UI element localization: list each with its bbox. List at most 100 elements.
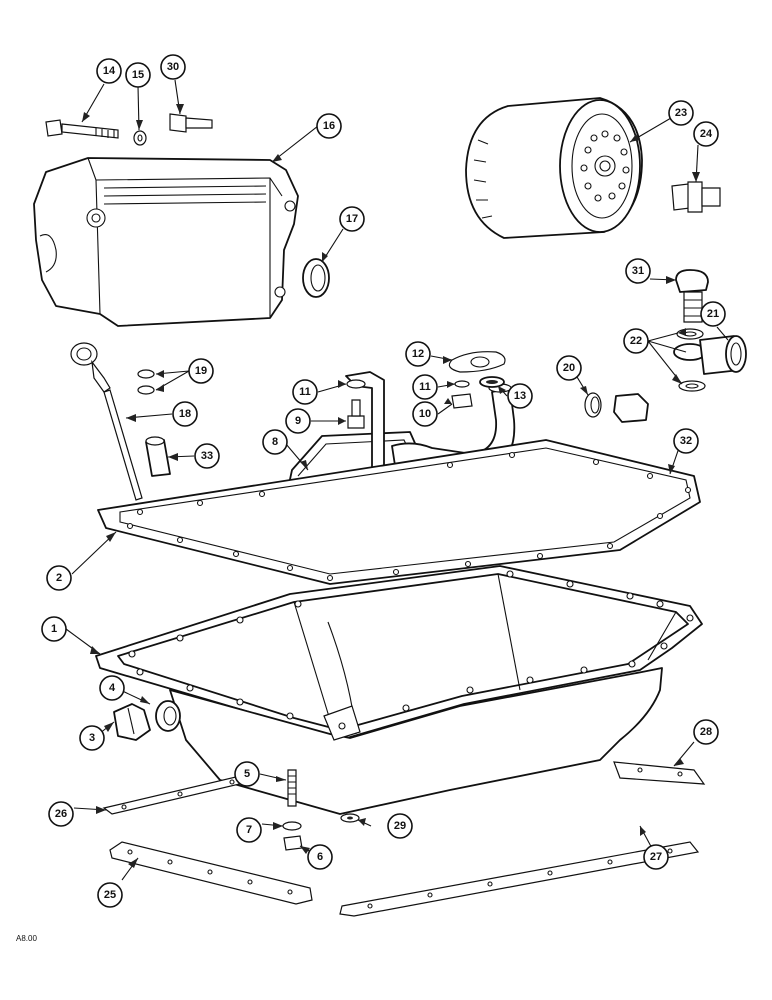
callout-9: 9	[285, 408, 311, 434]
callout-label: 4	[109, 682, 116, 694]
callout-19: 19	[188, 358, 214, 384]
callout-label: 3	[89, 732, 95, 744]
callout-24: 24	[693, 121, 719, 147]
callout-label: 27	[650, 851, 662, 863]
callout-label: 30	[167, 61, 179, 73]
callout-13: 13	[507, 383, 533, 409]
callout-label: 16	[323, 120, 335, 132]
strip-28	[613, 761, 706, 785]
callout-29: 29	[387, 813, 413, 839]
washer-11a	[346, 379, 366, 389]
callout-label: 13	[514, 390, 526, 402]
bolt-30	[169, 113, 213, 133]
callout-label: 6	[317, 851, 323, 863]
dipstick-18	[70, 342, 143, 501]
callout-label: 29	[394, 820, 406, 832]
callout-label: 32	[680, 435, 692, 447]
stud-5	[287, 769, 297, 807]
callout-4: 4	[99, 675, 125, 701]
gasket-12	[448, 351, 506, 373]
callout-label: 8	[272, 436, 278, 448]
callout-label: 10	[419, 408, 431, 420]
washer-7	[282, 821, 302, 831]
banjo-bolt-31	[675, 269, 709, 323]
figure-reference-code: A8.00	[16, 934, 37, 943]
callout-3: 3	[79, 725, 105, 751]
oil-sump	[95, 565, 703, 815]
tube-33	[145, 436, 171, 477]
oil-cooler	[33, 157, 299, 327]
bolt-9	[347, 399, 365, 429]
callout-26: 26	[48, 801, 74, 827]
callout-label: 23	[675, 107, 687, 119]
callout-20: 20	[556, 355, 582, 381]
callout-label: 2	[56, 572, 62, 584]
callout-label: 5	[244, 768, 250, 780]
callout-label: 11	[299, 386, 311, 398]
washer-29	[340, 813, 360, 823]
strip-26	[102, 775, 250, 815]
callout-18: 18	[172, 401, 198, 427]
plug-3	[113, 703, 151, 741]
callout-label: 11	[419, 381, 431, 393]
callout-11a: 11	[292, 379, 318, 405]
callout-label: 9	[295, 415, 301, 427]
o-ring-17	[302, 258, 330, 298]
nut-6	[283, 835, 303, 851]
callout-23: 23	[668, 100, 694, 126]
callout-label: 25	[104, 889, 116, 901]
callout-label: 31	[632, 265, 644, 277]
strip-25	[109, 841, 313, 905]
callout-label: 20	[563, 362, 575, 374]
strip-27	[339, 841, 700, 917]
oil-filter	[465, 97, 643, 239]
callout-label: 24	[700, 128, 713, 140]
callout-label: 17	[346, 213, 358, 225]
callout-label: 19	[195, 365, 207, 377]
callout-28: 28	[693, 719, 719, 745]
leader-arrowheads	[82, 104, 700, 868]
callout-label: 33	[201, 450, 213, 462]
callout-33: 33	[194, 443, 220, 469]
callout-17: 17	[339, 206, 365, 232]
callout-30: 30	[160, 54, 186, 80]
callout-label: 7	[246, 824, 252, 836]
banjo-union-21	[673, 335, 747, 375]
callout-label: 22	[630, 335, 642, 347]
bolt-14	[45, 119, 119, 139]
nut-10	[451, 393, 473, 409]
callout-label: 21	[707, 308, 719, 320]
callout-label: 12	[412, 348, 424, 360]
callout-7: 7	[236, 817, 262, 843]
callout-label: 15	[132, 69, 144, 81]
callout-8: 8	[262, 429, 288, 455]
callout-15: 15	[125, 62, 151, 88]
callout-2: 2	[46, 565, 72, 591]
sump-gasket-32	[97, 439, 701, 585]
washer-4	[155, 700, 181, 732]
seals-19	[137, 369, 155, 395]
drain-washer-20	[584, 392, 602, 418]
washer-11b	[454, 380, 470, 388]
callout-31: 31	[625, 258, 651, 284]
callout-6: 6	[307, 844, 333, 870]
adaptor-24	[671, 181, 721, 213]
callout-10: 10	[412, 401, 438, 427]
callout-label: 18	[179, 408, 191, 420]
sealing-washers-22	[676, 328, 706, 392]
callout-label: 1	[51, 623, 57, 635]
callout-32: 32	[673, 428, 699, 454]
washer-15	[133, 130, 147, 146]
callout-25: 25	[97, 882, 123, 908]
callout-21: 21	[700, 301, 726, 327]
callout-label: 28	[700, 726, 712, 738]
callout-11b: 11	[412, 374, 438, 400]
callout-label: 14	[103, 65, 116, 77]
callout-16: 16	[316, 113, 342, 139]
callout-14: 14	[96, 58, 122, 84]
callout-1: 1	[41, 616, 67, 642]
callout-5: 5	[234, 761, 260, 787]
callout-27: 27	[643, 844, 669, 870]
callout-22: 22	[623, 328, 649, 354]
